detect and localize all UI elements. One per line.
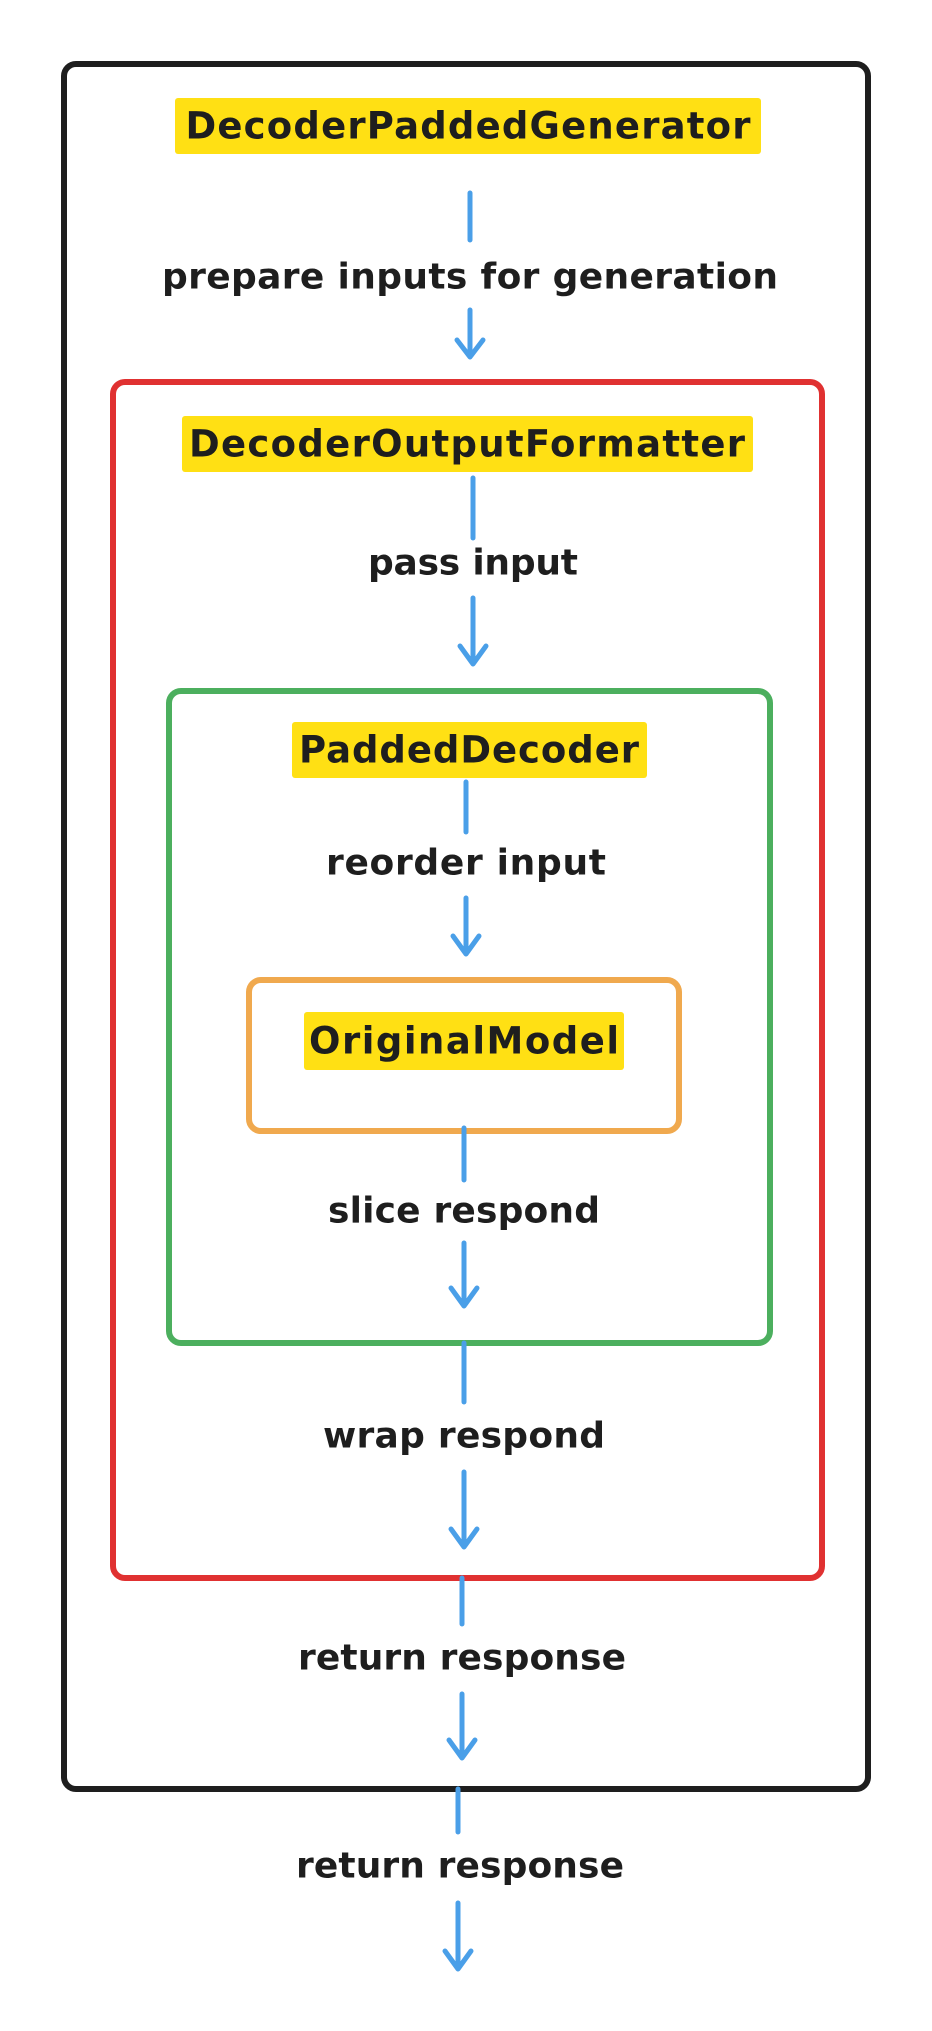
original-model-title: OriginalModel (309, 1020, 619, 1063)
edge-label-return-response-inner: return response (298, 1638, 626, 1679)
padded-decoder-box (166, 688, 773, 1346)
edge-label-reorder-input: reorder input (326, 843, 606, 884)
edge-label-wrap-respond: wrap respond (323, 1416, 605, 1457)
original-model-title-highlight (304, 1012, 624, 1070)
formatter-title: DecoderOutputFormatter (189, 423, 746, 466)
formatter-box (110, 379, 825, 1581)
arrow-wrap-respond-head (448, 1526, 480, 1550)
arrow-reorder-input-head (450, 933, 482, 957)
generator-title: DecoderPaddedGenerator (186, 105, 752, 148)
arrow-return-response-inner-head (446, 1737, 478, 1761)
edge-label-prepare-inputs: prepare inputs for generation (162, 257, 778, 298)
generator-title-highlight (175, 98, 761, 154)
padded-decoder-title-highlight (292, 722, 647, 778)
arrow-pass-input-head (457, 643, 489, 667)
padded-decoder-title: PaddedDecoder (299, 729, 640, 772)
generator-box (61, 61, 871, 1792)
formatter-title-highlight (182, 416, 753, 472)
edge-label-pass-input: pass input (368, 543, 578, 584)
edge-label-slice-respond: slice respond (328, 1191, 600, 1232)
arrow-prepare-inputs-head (454, 337, 486, 360)
arrow-return-response-outer-head (442, 1948, 474, 1972)
arrow-slice-respond-head (448, 1285, 480, 1309)
edge-label-return-response-outer: return response (296, 1846, 624, 1887)
